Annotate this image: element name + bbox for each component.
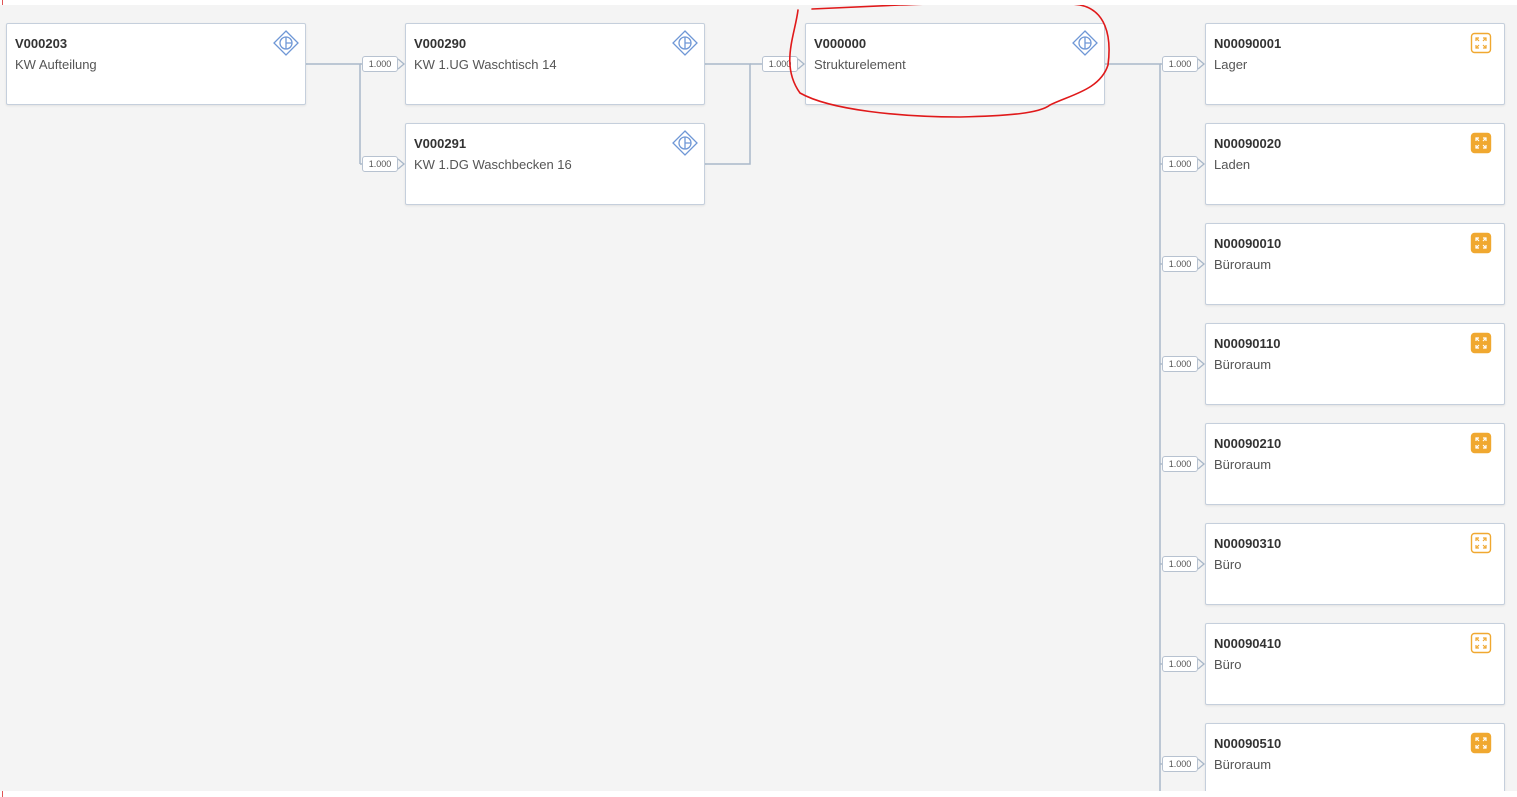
red-highlight-annotation: [788, 5, 1110, 118]
quantity-badge: 1.000: [1162, 556, 1198, 572]
tree-node-N00090110[interactable]: N00090110 Büroraum: [1205, 323, 1505, 405]
expand-room-icon[interactable]: [1470, 532, 1496, 558]
quantity-badge: 1.000: [1162, 456, 1198, 472]
arrow-right-icon: [1197, 458, 1206, 470]
node-label: Lager: [1214, 57, 1248, 72]
expand-room-icon[interactable]: [1470, 732, 1496, 758]
tree-node-N00090010[interactable]: N00090010 Büroraum: [1205, 223, 1505, 305]
node-label: Büroraum: [1214, 757, 1272, 772]
expand-room-icon[interactable]: [1470, 132, 1496, 158]
node-label: Büroraum: [1214, 257, 1272, 272]
arrow-right-icon: [1197, 658, 1206, 670]
quantity-badge: 1.000: [1162, 756, 1198, 772]
node-code: N00090510: [1214, 736, 1282, 751]
node-label: KW 1.DG Waschbecken 16: [414, 157, 572, 172]
tree-node-N00090410[interactable]: N00090410 Büro: [1205, 623, 1505, 705]
expand-room-icon[interactable]: [1470, 632, 1496, 658]
node-code: V000290: [414, 36, 467, 51]
quantity-badge: 1.000: [1162, 256, 1198, 272]
quantity-badge: 1.000: [362, 156, 398, 172]
node-code: N00090410: [1214, 636, 1282, 651]
structure-tree-canvas[interactable]: V000203 KW Aufteilung 1.000 V000290 KW 1…: [0, 5, 1517, 791]
structure-diamond-icon[interactable]: [273, 30, 299, 56]
arrow-right-icon: [1197, 758, 1206, 770]
expand-room-icon[interactable]: [1470, 32, 1496, 58]
arrow-right-icon: [1197, 358, 1206, 370]
arrow-right-icon: [1197, 558, 1206, 570]
node-label: KW Aufteilung: [15, 57, 97, 72]
node-code: N00090010: [1214, 236, 1282, 251]
arrow-right-icon: [797, 58, 806, 70]
structure-diamond-icon[interactable]: [1072, 30, 1098, 56]
node-code: N00090001: [1214, 36, 1282, 51]
node-code: V000203: [15, 36, 68, 51]
tree-node-N00090001[interactable]: N00090001 Lager: [1205, 23, 1505, 105]
arrow-right-icon: [1197, 158, 1206, 170]
quantity-badge: 1.000: [1162, 156, 1198, 172]
node-label: Strukturelement: [814, 57, 906, 72]
tree-node-N00090510[interactable]: N00090510 Büroraum: [1205, 723, 1505, 791]
tree-node-N00090020[interactable]: N00090020 Laden: [1205, 123, 1505, 205]
arrow-right-icon: [1197, 58, 1206, 70]
arrow-right-icon: [1197, 258, 1206, 270]
node-label: Büro: [1214, 657, 1242, 672]
tree-node-V000000[interactable]: V000000 Strukturelement: [805, 23, 1105, 105]
expand-room-icon[interactable]: [1470, 432, 1496, 458]
quantity-badge: 1.000: [1162, 656, 1198, 672]
node-label: Büro: [1214, 557, 1242, 572]
node-code: N00090210: [1214, 436, 1282, 451]
arrow-right-icon: [397, 158, 406, 170]
structure-diamond-icon[interactable]: [672, 130, 698, 156]
quantity-badge: 1.000: [1162, 56, 1198, 72]
node-label: Büroraum: [1214, 357, 1272, 372]
node-code: V000000: [814, 36, 867, 51]
tree-node-V000203[interactable]: V000203 KW Aufteilung: [6, 23, 306, 105]
expand-room-icon[interactable]: [1470, 232, 1496, 258]
structure-diamond-icon[interactable]: [672, 30, 698, 56]
quantity-badge: 1.000: [362, 56, 398, 72]
node-label: Büroraum: [1214, 457, 1272, 472]
node-code: N00090310: [1214, 536, 1282, 551]
expand-room-icon[interactable]: [1470, 332, 1496, 358]
arrow-right-icon: [397, 58, 406, 70]
node-code: N00090110: [1214, 336, 1281, 351]
node-code: V000291: [414, 136, 467, 151]
quantity-badge: 1.000: [1162, 356, 1198, 372]
node-label: Laden: [1214, 157, 1251, 172]
node-label: KW 1.UG Waschtisch 14: [414, 57, 557, 72]
tree-node-N00090210[interactable]: N00090210 Büroraum: [1205, 423, 1505, 505]
node-code: N00090020: [1214, 136, 1282, 151]
tree-node-N00090310[interactable]: N00090310 Büro: [1205, 523, 1505, 605]
tree-node-V000290[interactable]: V000290 KW 1.UG Waschtisch 14: [405, 23, 705, 105]
tree-node-V000291[interactable]: V000291 KW 1.DG Waschbecken 16: [405, 123, 705, 205]
